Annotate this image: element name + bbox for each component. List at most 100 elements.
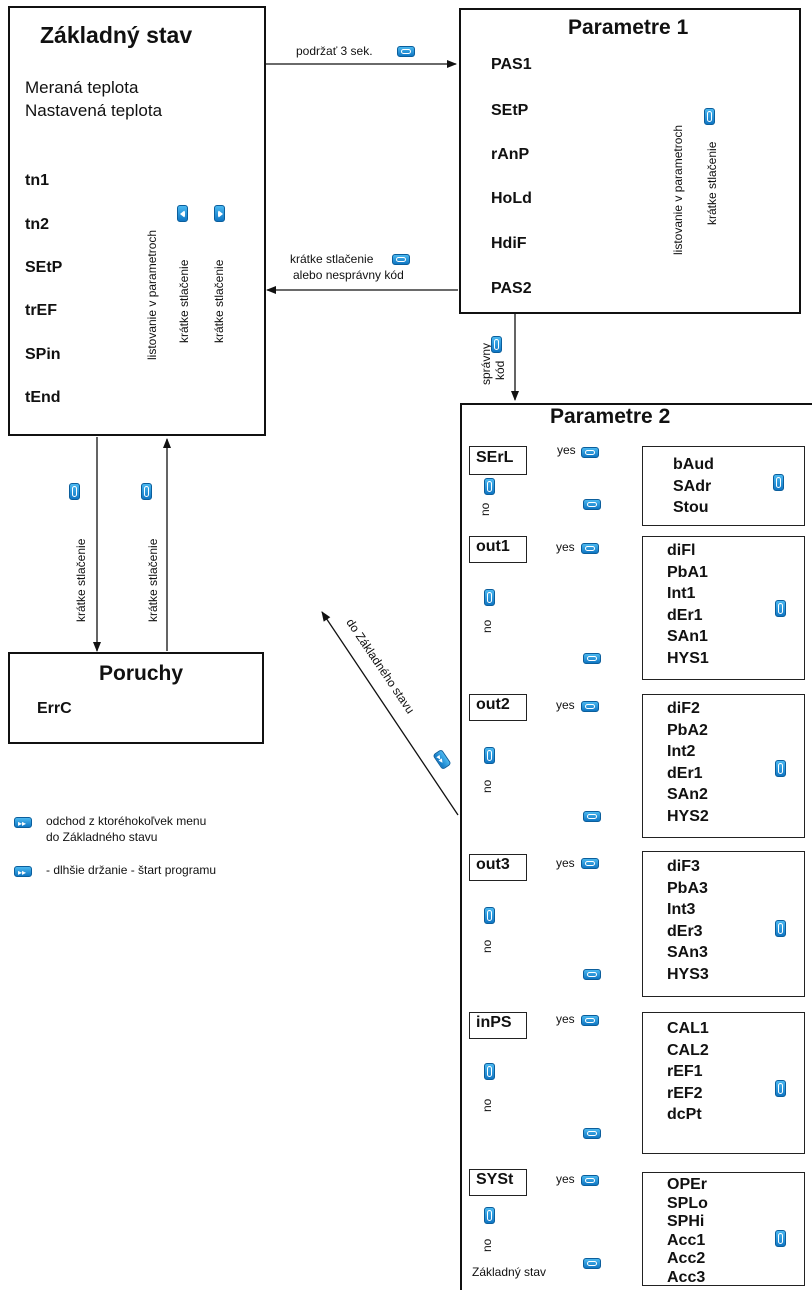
enter-key-icon	[581, 543, 599, 554]
c-key-icon	[775, 1080, 786, 1097]
item-san1: SAn1	[667, 628, 708, 645]
item-ref2: rEF2	[667, 1084, 703, 1102]
set-temperature-label: Nastavená teplota	[25, 101, 163, 120]
c-key-icon	[484, 1063, 495, 1080]
right-key-icon	[214, 205, 225, 222]
syst-items: OPEr SPLo SPHi Acc1 Acc2 Acc3	[667, 1176, 708, 1287]
group-out3	[469, 854, 527, 881]
syst-items-box	[642, 1172, 805, 1286]
c-key-icon	[775, 1230, 786, 1247]
measured-temperature-label: Meraná teplota	[25, 78, 139, 97]
no-label: no	[480, 1098, 494, 1112]
enter-key-icon	[583, 1258, 601, 1269]
enter-key-icon	[581, 1175, 599, 1186]
c-key-icon	[775, 600, 786, 617]
param-tend: tEnd	[25, 389, 61, 406]
no-label: no	[480, 939, 494, 953]
yes-label: yes	[556, 698, 575, 712]
item-int1: Int1	[667, 585, 696, 602]
enter-key-icon	[392, 254, 410, 265]
param1-scroll-label: listovanie v parametroch	[671, 124, 685, 255]
item-hys3: HYS3	[667, 965, 709, 983]
param-setp: SEtP	[25, 259, 63, 276]
enter-key-icon	[583, 653, 601, 664]
item-hys2: HYS2	[667, 807, 709, 825]
out1-items: diFl PbA1 Int1 dEr1 SAn1 HYS1	[667, 540, 709, 669]
out2-items: diF2 PbA2 Int2 dEr1 SAn2 HYS2	[667, 698, 709, 827]
group-out3-label: out3	[476, 856, 510, 873]
item-difl: diFl	[667, 542, 696, 559]
no-label: no	[478, 502, 492, 516]
item-sadr: SAdr	[673, 477, 712, 495]
no-label: no	[480, 779, 494, 793]
param-tn1: tn1	[25, 172, 49, 189]
c-key-icon	[775, 760, 786, 777]
yes-label: yes	[556, 1012, 575, 1026]
short-press-label-right: krátke stlačenie	[212, 259, 226, 343]
item-splo: SPLo	[667, 1194, 708, 1212]
c-key-icon	[773, 474, 784, 491]
zakladny-stav-title: Základný stav	[40, 22, 193, 48]
group-serl-label: SErL	[476, 449, 514, 466]
group-inps	[469, 1012, 527, 1039]
hold-3-sec-label: podržať 3 sek.	[296, 44, 373, 58]
item-acc1: Acc1	[667, 1231, 706, 1249]
fast-forward-key-icon: ▸▸	[14, 866, 32, 877]
short-press-up-label: krátke stlačenie	[146, 538, 160, 622]
param1-ranp: rAnP	[491, 146, 530, 163]
fast-forward-key-icon: ▸▸	[14, 817, 32, 828]
group-out2-label: out2	[476, 696, 510, 713]
serl-items: bAud SAdr Stou	[673, 454, 714, 519]
item-sphi: SPHi	[667, 1213, 705, 1230]
item-acc3: Acc3	[667, 1268, 706, 1286]
item-der3: dEr3	[667, 922, 703, 940]
short-press-down-label: krátke stlačenie	[74, 538, 88, 622]
c-key-icon	[484, 1207, 495, 1224]
item-der1: dEr1	[667, 764, 703, 782]
c-key-icon	[69, 483, 80, 500]
item-acc2: Acc2	[667, 1250, 706, 1267]
item-pba2: PbA2	[667, 721, 708, 739]
c-key-icon	[484, 907, 495, 924]
param1-hdif: HdiF	[491, 235, 527, 252]
item-san3: SAn3	[667, 944, 708, 961]
enter-key-icon	[583, 1128, 601, 1139]
item-cal1: CAL1	[667, 1020, 709, 1037]
parametre1-box	[459, 8, 801, 314]
enter-key-icon	[581, 447, 599, 458]
item-dcpt: dcPt	[667, 1106, 702, 1123]
param1-setp: SEtP	[491, 102, 529, 119]
yes-label: yes	[556, 1172, 575, 1186]
parametre1-title: Parametre 1	[568, 16, 689, 39]
short-press-label-left: krátke stlačenie	[177, 259, 191, 343]
item-cal2: CAL2	[667, 1041, 709, 1059]
item-der1: dEr1	[667, 606, 703, 624]
enter-key-icon	[583, 969, 601, 980]
c-key-icon	[484, 589, 495, 606]
param1-pas2: PAS2	[491, 280, 532, 297]
poruchy-box	[8, 652, 264, 744]
legend-exit-line1: odchod z ktoréhokoľvek menu	[46, 814, 207, 828]
group-serl	[469, 446, 527, 475]
no-label: no	[480, 1238, 494, 1252]
yes-label: yes	[556, 540, 575, 554]
item-pba1: PbA1	[667, 563, 708, 581]
group-syst	[469, 1169, 527, 1196]
enter-key-icon	[581, 858, 599, 869]
enter-key-icon	[581, 701, 599, 712]
item-ref1: rEF1	[667, 1063, 703, 1080]
yes-label: yes	[556, 856, 575, 870]
item-int3: Int3	[667, 901, 696, 918]
param1-pas1: PAS1	[491, 56, 532, 73]
group-out2	[469, 694, 527, 721]
param-spin: SPin	[25, 346, 61, 363]
item-int2: Int2	[667, 743, 696, 760]
yes-label: yes	[557, 443, 576, 457]
c-key-icon	[141, 483, 152, 500]
legend-exit-line2: do Základného stavu	[46, 830, 158, 844]
inps-items: CAL1 CAL2 rEF1 rEF2 dcPt	[667, 1018, 709, 1126]
short-press-back-label: krátke stlačenie	[290, 252, 374, 266]
c-key-icon	[491, 336, 502, 353]
error-code-errc: ErrC	[37, 700, 72, 717]
item-pba3: PbA3	[667, 879, 708, 897]
